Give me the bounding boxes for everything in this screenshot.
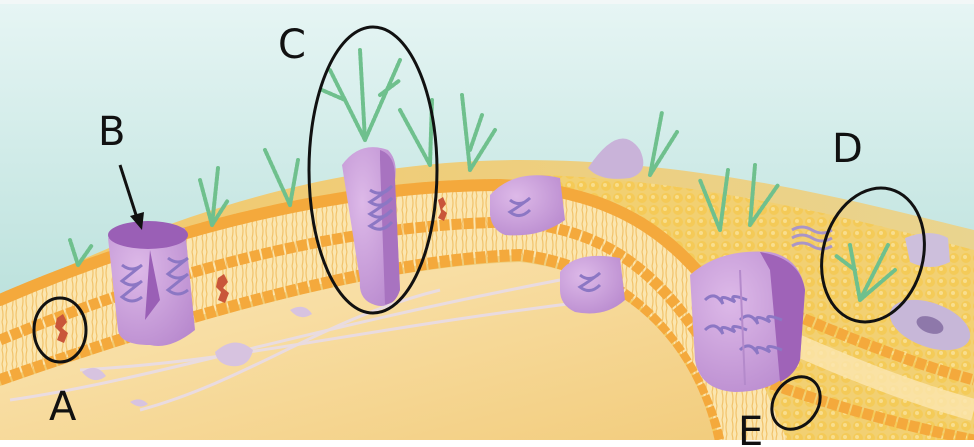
marker-d-ellipse bbox=[820, 186, 926, 324]
marker-a-circle bbox=[32, 296, 88, 364]
transport-protein-large bbox=[690, 251, 805, 392]
peripheral-proteins-inner bbox=[82, 306, 312, 407]
integral-protein-lower bbox=[560, 255, 625, 314]
peripheral-protein-right bbox=[905, 233, 950, 267]
cholesterol-molecules bbox=[55, 197, 447, 343]
marker-c-ellipse bbox=[307, 25, 439, 315]
label-b: B bbox=[98, 109, 125, 155]
label-d: D bbox=[832, 126, 863, 172]
label-e: E bbox=[738, 409, 763, 447]
annotation-markers bbox=[32, 25, 926, 431]
carbohydrate-chains bbox=[68, 48, 897, 302]
integral-protein-upper bbox=[490, 175, 565, 236]
channel-protein-b bbox=[108, 221, 195, 346]
lipid-bilayer bbox=[0, 185, 790, 447]
label-c: C bbox=[278, 22, 306, 68]
marker-e-circle bbox=[770, 375, 822, 431]
peripheral-protein-outer bbox=[588, 138, 644, 179]
label-a: A bbox=[49, 384, 77, 430]
marker-b-arrow bbox=[118, 164, 144, 230]
glycoprotein-c bbox=[342, 147, 400, 306]
